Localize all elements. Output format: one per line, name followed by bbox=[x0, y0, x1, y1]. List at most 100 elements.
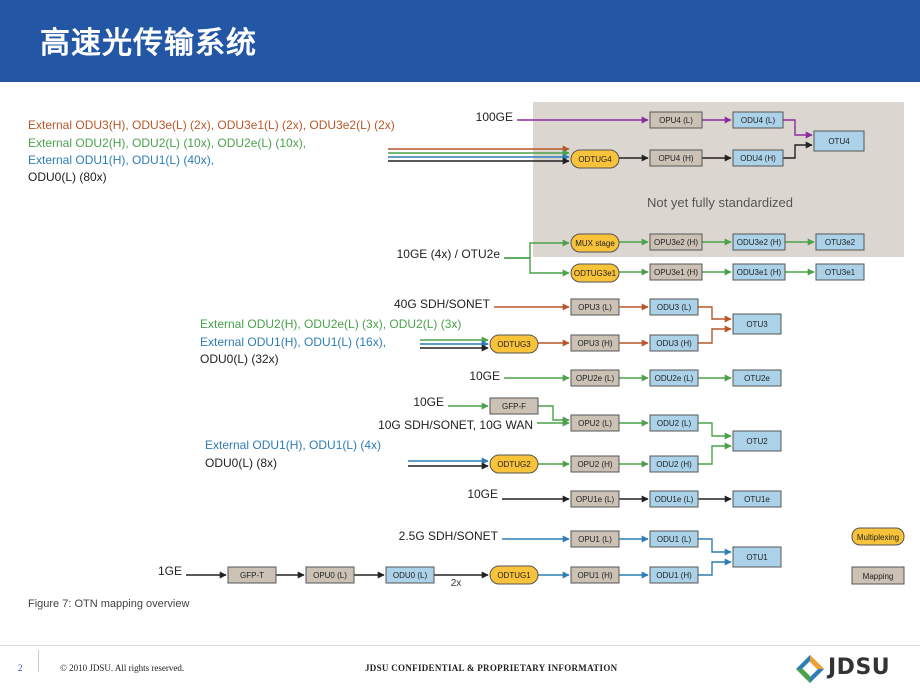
source-label: 10GE bbox=[467, 487, 498, 501]
odu2el-box bbox=[649, 369, 699, 387]
legend-label: Multiplexing bbox=[857, 533, 899, 542]
odtug2-label: ODTUG2 bbox=[497, 460, 531, 469]
odu4l-box bbox=[732, 111, 784, 129]
odu1l-box bbox=[649, 530, 699, 548]
mux-box bbox=[570, 233, 620, 253]
source-label: 100GE bbox=[476, 110, 513, 124]
opu2el-box bbox=[570, 369, 620, 387]
odu3e2-box bbox=[732, 233, 786, 251]
opu0l-box bbox=[305, 566, 355, 584]
gfpf-label: GFP-F bbox=[502, 402, 526, 411]
gfpt-label: GFP-T bbox=[240, 571, 264, 580]
otu3e1-box bbox=[815, 263, 865, 281]
connector bbox=[698, 422, 732, 440]
otu1e-box bbox=[732, 490, 782, 508]
jdsu-logo: JDSU bbox=[795, 652, 905, 686]
odu3e1-box bbox=[732, 263, 786, 281]
opu1l-label: OPU1 (L) bbox=[578, 535, 612, 544]
otu3e2-label: OTU3e2 bbox=[825, 238, 856, 247]
odu3e1-label: ODU3e1 (H) bbox=[737, 268, 782, 277]
otu1-box bbox=[732, 546, 782, 568]
opu2h-label: OPU2 (H) bbox=[577, 460, 612, 469]
opu3h-label: OPU3 (H) bbox=[577, 339, 612, 348]
opu1h-label: OPU1 (H) bbox=[577, 571, 612, 580]
odu2h-label: ODU2 (H) bbox=[656, 460, 692, 469]
opu4l-label: OPU4 (L) bbox=[659, 116, 693, 125]
source-label: ODU0(L) (80x) bbox=[28, 170, 107, 184]
footer-divider bbox=[0, 645, 920, 646]
opu1h-box bbox=[570, 566, 620, 584]
odu3l-label: ODU3 (L) bbox=[657, 303, 692, 312]
odu3h-box bbox=[649, 334, 699, 352]
opu0l-label: OPU0 (L) bbox=[313, 571, 347, 580]
opu4h-box bbox=[649, 149, 703, 167]
otn-mapping-diagram: Not yet fully standardized External ODU3(… bbox=[28, 102, 905, 610]
otu2e-box bbox=[732, 369, 782, 387]
odu0l-label: ODU0 (L) bbox=[393, 571, 428, 580]
source-label: 10GE (4x) / OTU2e bbox=[397, 247, 501, 261]
odtug2-box bbox=[489, 454, 539, 474]
opu3e2-label: OPU3e2 (H) bbox=[654, 238, 698, 247]
source-label: 10GE bbox=[469, 369, 500, 383]
opu4l-box bbox=[649, 111, 703, 129]
opu1el-box bbox=[570, 490, 620, 508]
connector bbox=[698, 306, 732, 323]
legend-label: Mapping bbox=[863, 572, 894, 581]
page-title: 高速光传输系统 bbox=[40, 26, 257, 61]
legend-grey-box bbox=[851, 566, 905, 585]
connector bbox=[538, 405, 570, 424]
odtug1-box bbox=[489, 565, 539, 585]
source-label: External ODU1(H), ODU1(L) (40x), bbox=[28, 153, 214, 167]
otu1e-label: OTU1e bbox=[744, 495, 770, 504]
connector bbox=[504, 257, 570, 277]
otu3-label: OTU3 bbox=[746, 320, 768, 329]
odu0l-box bbox=[385, 566, 435, 584]
odtug4-box bbox=[570, 149, 620, 169]
otu3e1-label: OTU3e1 bbox=[825, 268, 856, 277]
source-label: 2.5G SDH/SONET bbox=[399, 529, 499, 543]
otu2e-label: OTU2e bbox=[744, 374, 770, 383]
footer-separator bbox=[38, 650, 39, 672]
jdsu-logo-icon bbox=[796, 655, 824, 683]
connector bbox=[698, 325, 732, 344]
source-label: External ODU3(H), ODU3e(L) (2x), ODU3e1(… bbox=[28, 118, 395, 132]
page-number: 2 bbox=[18, 663, 23, 673]
source-label: External ODU1(H), ODU1(L) (16x), bbox=[200, 335, 386, 349]
copyright-text: © 2010 JDSU. All rights reserved. bbox=[60, 663, 185, 673]
odu2l-box bbox=[649, 414, 699, 432]
odu4l-label: ODU4 (L) bbox=[741, 116, 776, 125]
odu4h-box bbox=[732, 149, 784, 167]
opu3h-box bbox=[570, 334, 620, 352]
odtug3e1-box bbox=[570, 263, 620, 283]
not-standardized-label: Not yet fully standardized bbox=[647, 195, 793, 210]
connector bbox=[783, 119, 813, 139]
odu2el-label: ODU2e (L) bbox=[655, 374, 694, 383]
opu2l-label: OPU2 (L) bbox=[578, 419, 612, 428]
connector bbox=[698, 442, 732, 465]
odu3e2-label: ODU3e2 (H) bbox=[737, 238, 782, 247]
opu3l-box bbox=[570, 298, 620, 316]
source-label: External ODU2(H), ODU2(L) (10x), ODU2e(L… bbox=[28, 136, 306, 150]
mux-label: MUX stage bbox=[575, 239, 615, 248]
odu1l-label: ODU1 (L) bbox=[657, 535, 692, 544]
opu3e1-box bbox=[649, 263, 703, 281]
connector bbox=[783, 141, 813, 159]
opu1l-box bbox=[570, 530, 620, 548]
odu1h-box bbox=[649, 566, 699, 584]
otu2-label: OTU2 bbox=[746, 437, 768, 446]
connector bbox=[698, 558, 732, 576]
source-label: External ODU1(H), ODU1(L) (4x) bbox=[205, 438, 381, 452]
multiplier-label: 2x bbox=[451, 578, 462, 589]
connector bbox=[698, 538, 732, 556]
otu2-box bbox=[732, 430, 782, 452]
opu3l-label: OPU3 (L) bbox=[578, 303, 612, 312]
opu3e2-box bbox=[649, 233, 703, 251]
odu3h-label: ODU3 (H) bbox=[656, 339, 692, 348]
odu2h-box bbox=[649, 455, 699, 473]
gfpt-box bbox=[227, 566, 277, 584]
opu3e1-label: OPU3e1 (H) bbox=[654, 268, 698, 277]
otu3-box bbox=[732, 313, 782, 335]
source-label: 10GE bbox=[413, 395, 444, 409]
title-bar: 高速光传输系统 bbox=[0, 0, 920, 82]
figure-caption: Figure 7: OTN mapping overview bbox=[28, 598, 189, 610]
